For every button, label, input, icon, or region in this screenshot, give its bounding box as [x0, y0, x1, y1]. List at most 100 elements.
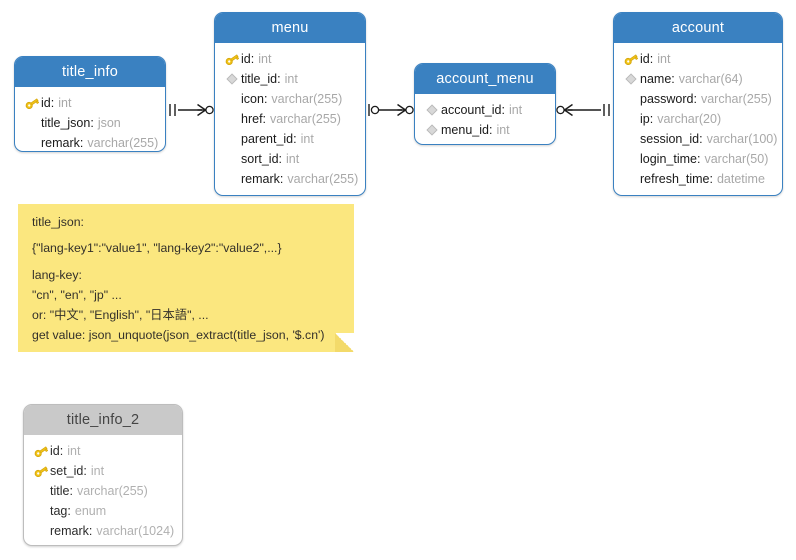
field-row[interactable]: login_time:varchar(50): [614, 149, 782, 169]
field-type: int: [300, 132, 314, 146]
field-separator: :: [279, 172, 284, 186]
field-type: varchar(255): [76, 484, 148, 498]
note-line: "cn", "en", "jp" ...: [32, 287, 122, 302]
field-row[interactable]: account_id:int: [415, 100, 555, 120]
field-row[interactable]: id:int: [215, 49, 365, 69]
key-icon: [25, 97, 39, 109]
field-row[interactable]: remark:varchar(255): [215, 169, 365, 189]
field-separator: :: [50, 96, 55, 110]
field-separator: :: [671, 72, 675, 86]
field-row[interactable]: title_json:json: [15, 113, 165, 133]
field-row[interactable]: sort_id:int: [215, 149, 365, 169]
field-row[interactable]: name:varchar(64): [614, 69, 782, 89]
relationship-menu-account_menu[interactable]: [360, 97, 420, 123]
field-name: refresh_time: [640, 172, 710, 186]
diamond-icon: [225, 73, 238, 85]
field-type: varchar(1024): [96, 524, 175, 538]
field-row[interactable]: parent_id:int: [215, 129, 365, 149]
field-name: icon: [241, 92, 264, 106]
diamond-icon: [624, 73, 637, 85]
key-icon: [621, 51, 640, 67]
diamond-icon: [425, 104, 438, 116]
field-row[interactable]: id:int: [15, 93, 165, 113]
field-row[interactable]: icon:varchar(255): [215, 89, 365, 109]
field-type: varchar(255): [700, 92, 772, 106]
key-icon: [34, 445, 48, 457]
field-name: password: [640, 92, 694, 106]
field-type: int: [90, 464, 105, 478]
key-icon: [222, 51, 241, 67]
field-icon-placeholder: [31, 503, 50, 519]
diamond-icon: [621, 71, 640, 87]
field-name: remark: [50, 524, 89, 538]
field-type: int: [496, 123, 510, 137]
field-icon-placeholder: [222, 91, 241, 107]
entity-title-account: account: [614, 13, 782, 43]
entity-title-title_info: title_info: [15, 57, 165, 87]
field-row[interactable]: ip:varchar(20): [614, 109, 782, 129]
field-type: int: [67, 444, 81, 458]
note-title-json[interactable]: title_json:{"lang-key1":"value1", "lang-…: [18, 204, 354, 352]
field-type: varchar(255): [270, 112, 341, 126]
field-name: account_id: [441, 103, 502, 117]
field-separator: :: [79, 136, 84, 150]
field-type: datetime: [716, 172, 765, 186]
relationship-title_info-menu[interactable]: [160, 97, 220, 123]
entity-title-account_menu: account_menu: [415, 64, 555, 94]
field-row[interactable]: menu_id:int: [415, 120, 555, 140]
field-type: int: [657, 52, 671, 66]
field-icon-placeholder: [22, 115, 41, 131]
field-separator: :: [67, 504, 71, 518]
field-row[interactable]: remark:varchar(255): [15, 133, 165, 151]
field-separator: :: [263, 92, 268, 106]
field-row[interactable]: title_id:int: [215, 69, 365, 89]
field-type: varchar(255): [271, 92, 343, 106]
field-row[interactable]: id:int: [24, 441, 182, 461]
field-row[interactable]: tag:enum: [24, 501, 182, 521]
field-separator: :: [90, 116, 94, 130]
note-line: lang-key:: [32, 267, 82, 282]
field-name: href: [241, 112, 263, 126]
field-row[interactable]: session_id:varchar(100): [614, 129, 782, 149]
field-separator: :: [709, 172, 713, 186]
field-separator: :: [488, 123, 493, 137]
field-type: json: [97, 116, 121, 130]
note-line: or: "中文", "English", "日本語", ...: [32, 308, 209, 323]
field-separator: :: [699, 132, 703, 146]
key-icon: [34, 465, 48, 477]
diamond-icon: [422, 102, 441, 118]
field-separator: :: [649, 52, 654, 66]
field-row[interactable]: title:varchar(255): [24, 481, 182, 501]
field-type: varchar(50): [704, 152, 769, 166]
field-type: varchar(255): [87, 136, 159, 150]
field-separator: :: [69, 484, 73, 498]
field-separator: :: [693, 92, 697, 106]
field-icon-placeholder: [222, 151, 241, 167]
field-row[interactable]: refresh_time:datetime: [614, 169, 782, 189]
field-type: int: [284, 72, 298, 86]
field-icon-placeholder: [31, 523, 50, 539]
field-name: title_json: [41, 116, 91, 130]
field-type: varchar(20): [657, 112, 722, 126]
field-row[interactable]: href:varchar(255): [215, 109, 365, 129]
field-icon-placeholder: [621, 151, 640, 167]
field-icon-placeholder: [222, 171, 241, 187]
relationship-account_menu-account[interactable]: [550, 97, 619, 123]
note-line: get value: json_unquote(json_extract(tit…: [32, 328, 325, 343]
field-icon-placeholder: [222, 111, 241, 127]
field-name: id: [241, 52, 251, 66]
field-row[interactable]: set_id:int: [24, 461, 182, 481]
field-name: set_id: [50, 464, 84, 478]
field-row[interactable]: password:varchar(255): [614, 89, 782, 109]
field-type: varchar(100): [706, 132, 778, 146]
field-row[interactable]: id:int: [614, 49, 782, 69]
field-row[interactable]: remark:varchar(1024): [24, 521, 182, 541]
